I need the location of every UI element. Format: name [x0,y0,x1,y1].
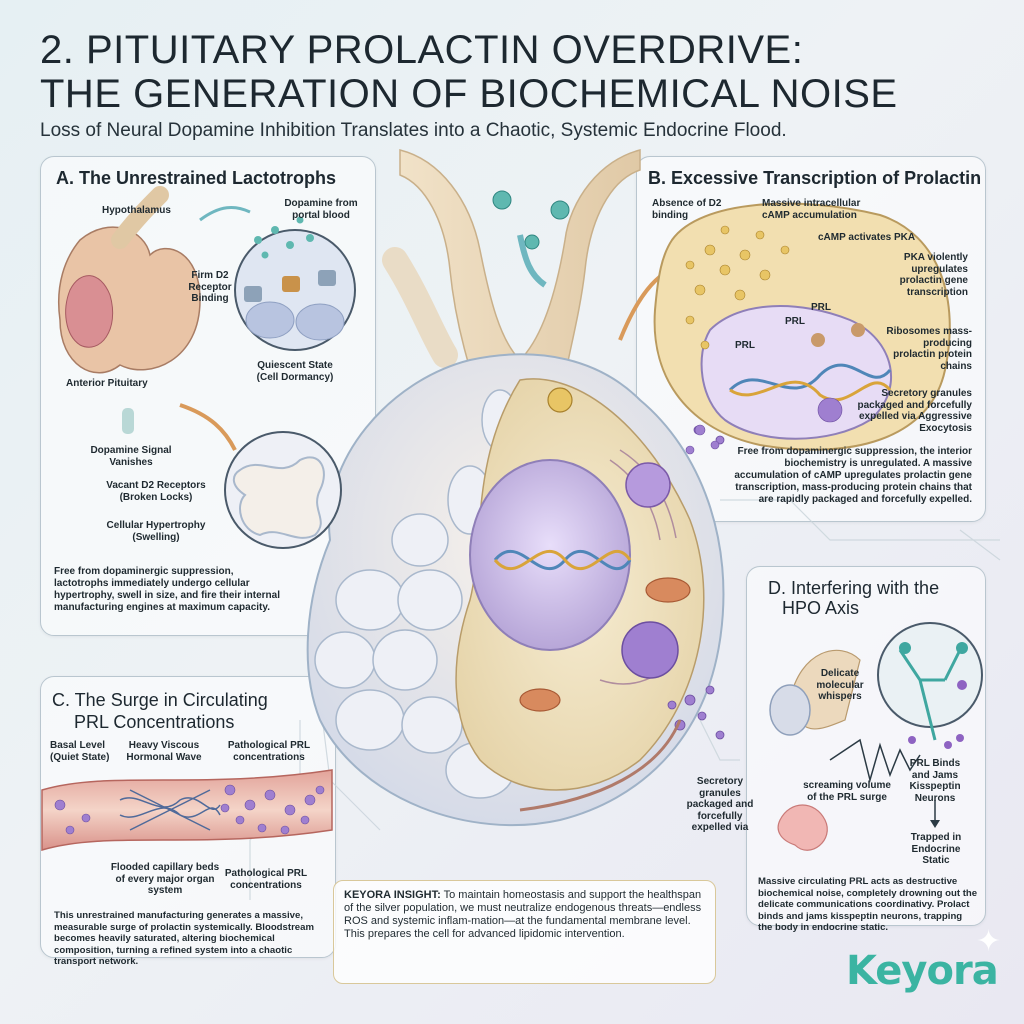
label-dopamine-vanishes: Dopamine Signal Vanishes [90,445,172,468]
label-pka-upregulates: PKA violently upregulates prolactin gene… [899,252,968,298]
sparkle-icon: ✦ [976,925,1002,958]
label-hypothalamus: Hypothalamus [102,205,171,216]
label-prl-binds: PRL Binds and Jams Kisspeptin Neurons [909,758,961,804]
arrow-granules [519,719,682,812]
page-subtitle: Loss of Neural Dopamine Inhibition Trans… [40,120,787,141]
label-prl-1: PRL [735,340,755,351]
label-absence-d2: Absence of D2 binding [652,198,722,221]
label-dopamine-portal: Dopamine from portal blood [284,198,358,221]
panel-b-illustration [653,202,951,455]
panel-d-title-line2: HPO Axis [782,598,860,618]
panel-d-title-line1: D. Interfering with the [768,578,940,598]
label-quiescent: Quiescent State (Cell Dormancy) [256,360,334,383]
label-secretory-b: Secretory granules packaged and forceful… [857,388,972,434]
panel-d-paragraph: Massive circulating PRL acts as destruct… [758,876,978,933]
label-prl-2: PRL [785,316,805,327]
label-pathological-bottom: Pathological PRL concentrations [224,868,308,891]
label-trapped: Trapped in Endocrine Static [910,832,962,866]
label-camp-pka: cAMP activates PKA [818,232,916,243]
panel-c-vessel [41,769,333,852]
insight-lead: KEYORA INSIGHT: [344,889,441,901]
panel-b-title: B. Excessive Transcription of Prolactin [648,168,982,188]
label-ribosomes: Ribosomes mass-producing prolactin prote… [886,326,972,372]
page-title-line2: THE GENERATION OF BIOCHEMICAL NOISE [40,72,898,116]
label-whispers: Delicate molecular whispers [816,668,864,702]
insight-text: To maintain homeostasis and support the … [344,889,702,940]
panel-a-paragraph: Free from dopaminergic suppression, lact… [54,566,280,613]
panel-d-illustration [769,622,983,851]
label-screaming: screaming volume of the PRL surge [803,780,891,803]
label-basal: Basal Level (Quiet State) [50,740,110,763]
panel-a-illustration [57,186,356,549]
page-title-line1: 2. PITUITARY PROLACTIN OVERDRIVE: [40,28,804,72]
pituitary-stalk [382,149,641,421]
panel-c-title-line2: PRL Concentrations [74,712,235,732]
label-viscous: Heavy Viscous Hormonal Wave [126,740,202,763]
keyora-logo: Keyora [846,948,999,994]
label-anterior-pituitary: Anterior Pituitary [66,378,148,389]
label-vacant-d2: Vacant D2 Receptors (Broken Locks) [106,480,206,503]
label-prl-3: PRL [811,302,831,313]
panel-c-paragraph: This unrestrained manufacturing generate… [54,910,315,967]
label-camp-accum: Massive intracellular cAMP accumulation [762,198,861,221]
dopamine-molecules [492,190,570,250]
label-flooded: Flooded capillary beds of every major or… [110,862,220,896]
lactotroph-cluster [306,353,725,827]
label-hypertrophy: Cellular Hypertrophy (Swelling) [106,520,206,543]
label-pathological-top: Pathological PRL concentrations [227,740,311,763]
panel-c-title-line1: C. The Surge in Circulating [52,690,268,710]
panel-a-title: A. The Unrestrained Lactotrophs [56,168,337,188]
panel-b-paragraph: Free from dopaminergic suppression, the … [734,446,972,505]
label-firm-d2: Firm D2 Receptor Binding [188,270,232,304]
label-secretory-center: Secretory granules packaged and forceful… [686,776,754,833]
keyora-insight-box: KEYORA INSIGHT: To maintain homeostasis … [333,880,716,984]
